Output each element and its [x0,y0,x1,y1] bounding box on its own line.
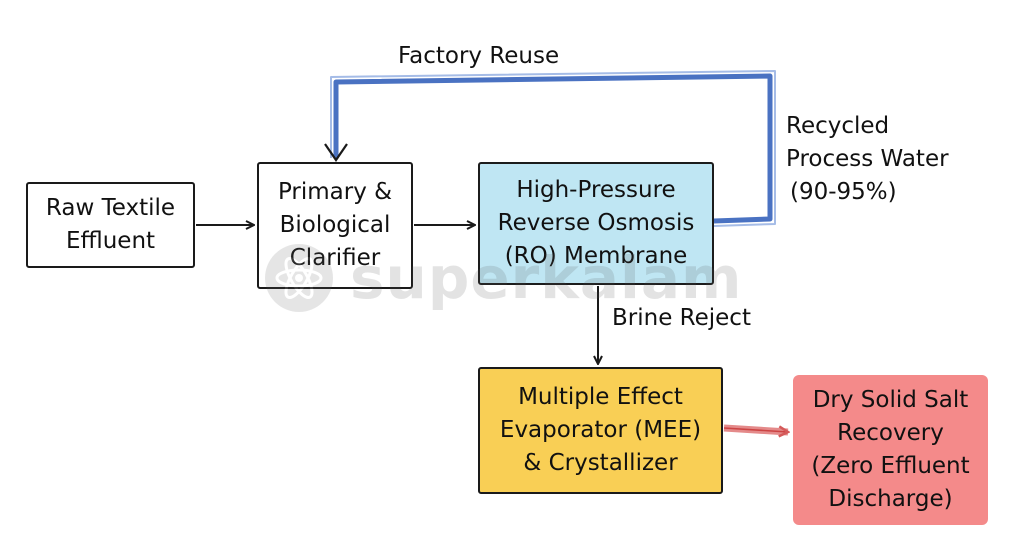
label-recycled-line-2: Process Water [786,146,949,172]
node-salt-line-1: Dry Solid Salt [812,387,969,413]
factory-reuse-loop-inner [330,70,776,227]
atom-icon [265,244,333,312]
label-factory-reuse: Factory Reuse [398,43,560,69]
node-primary-line-3: Clarifier [289,245,381,271]
node-mee-crystallizer: Multiple Effect Evaporator (MEE) & Cryst… [478,367,723,494]
node-ro-membrane: High-Pressure Reverse Osmosis (RO) Membr… [478,162,714,285]
node-mee-line-2: Evaporator (MEE) [499,417,702,443]
label-recycled-line-1: Recycled [786,113,890,139]
node-ro-line-2: Reverse Osmosis [497,210,695,236]
arrow-mee-to-salt-line [723,428,788,432]
node-mee-line-3: & Crystallizer [523,450,678,476]
node-primary-line-2: Biological [279,212,391,238]
label-brine-reject: Brine Reject [612,305,751,331]
factory-reuse-loop [333,73,773,224]
node-salt-line-2: Recovery [837,420,944,446]
node-salt-line-3: (Zero Effluent [811,453,970,479]
watermark: superkalam [262,241,742,315]
node-primary-line-1: Primary & [277,179,393,205]
watermark-text: superkalam [350,244,743,312]
node-primary-biological-clarifier: Primary & Biological Clarifier [257,162,413,289]
node-ro-line-3: (RO) Membrane [504,243,688,269]
node-ro-line-1: High-Pressure [516,177,676,203]
label-recycled-process-water: Recycled Process Water (90-95%) [786,110,949,209]
node-dry-salt-recovery: Dry Solid Salt Recovery (Zero Effluent D… [793,375,988,525]
label-recycled-line-3: (90-95%) [790,179,897,205]
factory-reuse-arrowhead [324,143,348,162]
node-raw-textile-effluent: Raw Textile Effluent [26,182,195,268]
node-raw-line-1: Raw Textile [45,195,176,221]
node-mee-line-1: Multiple Effect [518,384,683,410]
node-raw-line-2: Effluent [65,228,156,254]
node-salt-line-4: Discharge) [828,486,953,512]
